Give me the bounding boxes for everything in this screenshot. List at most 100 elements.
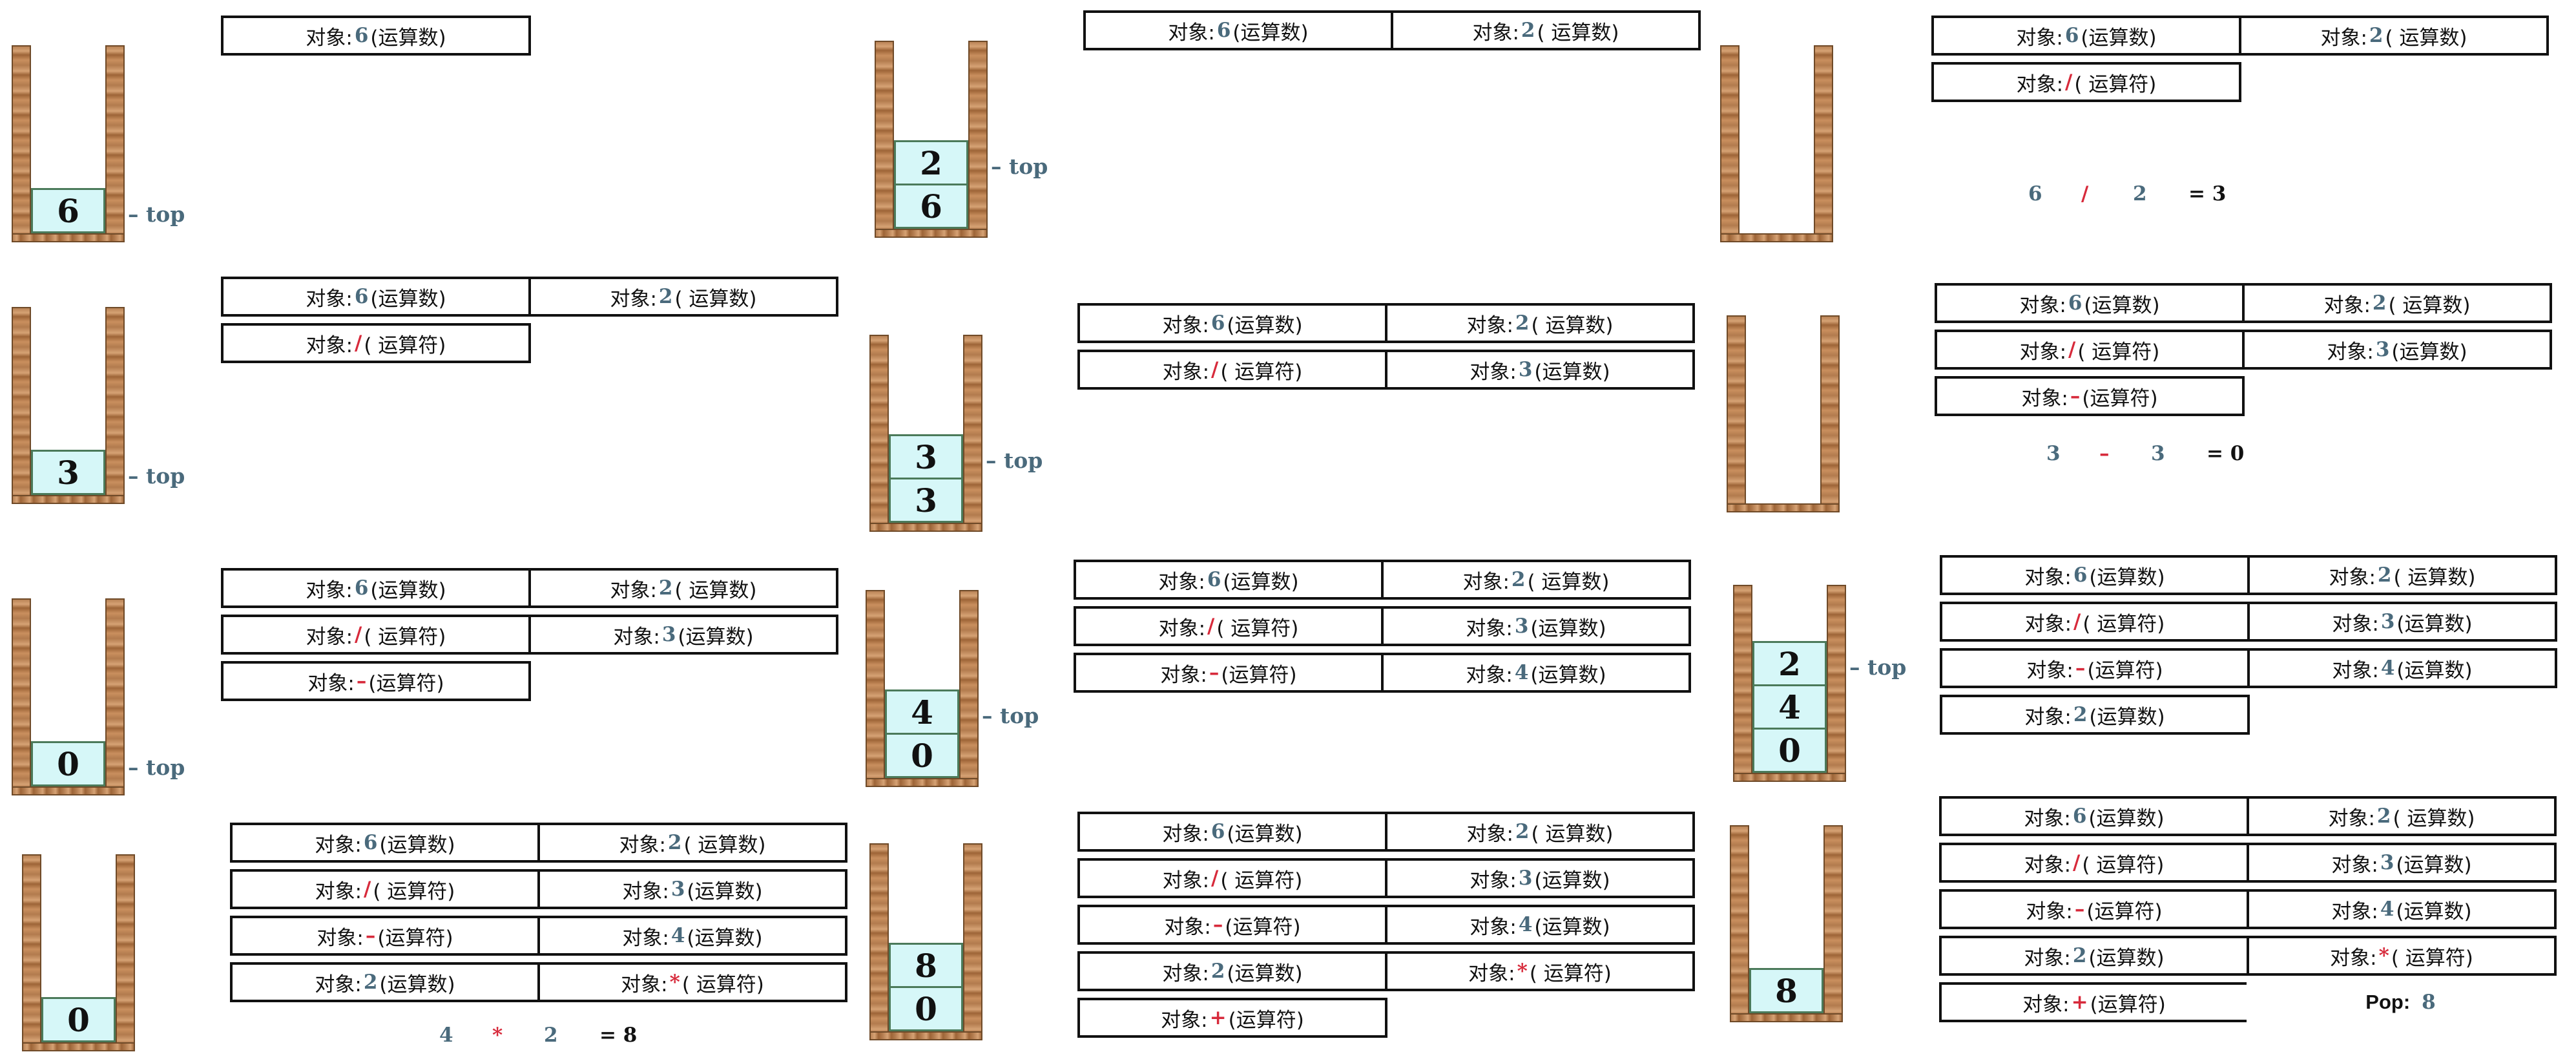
object-kind-label: ( 运算符) xyxy=(2391,946,2473,970)
object-kind-label: ( 运算符) xyxy=(1220,360,1303,384)
operand-value: 2 xyxy=(2369,24,2384,47)
object-row: 对象: –(运算符)对象: 4(运算数) xyxy=(1077,905,1695,945)
object-prefix-label: 对象: xyxy=(2024,705,2072,729)
object-box: 对象: /( 运算符) xyxy=(1935,330,2245,370)
object-box: 对象: 2( 运算数) xyxy=(528,277,838,317)
object-row: 对象: 2(运算数)对象: *( 运算符) xyxy=(1939,936,2557,976)
operand-value: 2 xyxy=(2377,563,2392,587)
expression-operand: 6 xyxy=(2028,182,2042,205)
object-kind-label: ( 运算符) xyxy=(2074,72,2157,96)
object-box: 对象: –(运算符) xyxy=(1074,653,1384,693)
object-prefix-label: 对象: xyxy=(610,578,657,602)
operand-value: 3 xyxy=(1514,615,1529,638)
stack-cells: 0 xyxy=(31,741,105,786)
stack-cell: 0 xyxy=(1752,728,1827,773)
stack-cell: 8 xyxy=(1749,968,1823,1013)
stack-cell: 0 xyxy=(885,733,959,778)
object-box: 对象: +(运算符) xyxy=(1939,982,2249,1022)
object-box: 对象: 2( 运算数) xyxy=(1385,812,1695,852)
object-box: 对象: 6(运算数) xyxy=(221,277,531,317)
stack-container xyxy=(1727,315,1840,512)
object-prefix-label: 对象: xyxy=(619,833,666,857)
object-table: 对象: 6(运算数)对象: 2( 运算数) 对象: /( 运算符)对象: 3(运算… xyxy=(1077,812,1695,1044)
object-kind-label: (运算数) xyxy=(2396,658,2473,682)
stack-cell: 3 xyxy=(31,450,105,495)
top-pointer-label: – top xyxy=(991,154,1048,179)
object-row: 对象: /( 运算符) xyxy=(221,323,836,363)
stack-base xyxy=(866,778,979,787)
object-box: 对象: 6(运算数) xyxy=(1077,303,1387,343)
object-prefix-label: 对象: xyxy=(2024,853,2072,877)
operand-value: 2 xyxy=(2073,703,2088,726)
operator-value: / xyxy=(355,331,362,355)
stack-left-wall xyxy=(12,307,31,504)
stack-cell: 0 xyxy=(41,997,116,1042)
operand-value: 6 xyxy=(354,285,369,308)
object-row: 对象: –(运算符)对象: 4(运算数) xyxy=(1074,653,1691,693)
top-pointer-label: – top xyxy=(986,448,1043,473)
stack-cell: 3 xyxy=(889,478,963,523)
object-box: 对象: 6(运算数) xyxy=(1077,812,1387,852)
object-box: 对象: 2( 运算数) xyxy=(1385,303,1695,343)
object-prefix-label: 对象: xyxy=(2016,26,2063,50)
operator-value: / xyxy=(2068,338,2076,361)
object-prefix-label: 对象: xyxy=(2021,386,2068,410)
object-kind-label: ( 运算符) xyxy=(681,973,764,996)
object-kind-label: ( 运算符) xyxy=(2077,340,2160,364)
object-row: 对象: /( 运算符)对象: 3(运算数) xyxy=(1077,858,1695,898)
operator-value: * xyxy=(1517,960,1528,983)
object-prefix-label: 对象: xyxy=(610,287,657,311)
object-kind-label: (运算符) xyxy=(2082,386,2158,410)
stack-cell: 6 xyxy=(894,184,968,229)
object-row: 对象: 6(运算数)对象: 2( 运算数) xyxy=(1939,796,2557,836)
object-kind-label: (运算数) xyxy=(1223,570,1299,594)
object-box: 对象: 2(运算数) xyxy=(1940,695,2250,735)
pop-result-box: Pop:8 xyxy=(2247,982,2557,1022)
object-kind-label: (运算符) xyxy=(368,671,444,695)
object-kind-label: (运算符) xyxy=(2087,658,2163,682)
object-kind-label: ( 运算符) xyxy=(1216,616,1299,640)
object-prefix-label: 对象: xyxy=(1161,1008,1208,1032)
object-prefix-label: 对象: xyxy=(315,973,362,996)
stack-cells: 0 xyxy=(41,997,116,1042)
object-box: 对象: /( 运算符) xyxy=(1939,843,2249,883)
object-box: 对象: –(运算符) xyxy=(1077,905,1387,945)
object-kind-label: (运算数) xyxy=(1530,663,1606,687)
object-row: 对象: /( 运算符) xyxy=(1931,62,2546,102)
stack-base xyxy=(12,786,125,795)
object-prefix-label: 对象: xyxy=(2016,72,2064,96)
object-box: 对象: 6(运算数) xyxy=(230,823,540,863)
expression-result: = 3 xyxy=(2188,182,2227,205)
object-kind-label: ( 运算数) xyxy=(2393,806,2475,830)
object-kind-label: (运算数) xyxy=(370,578,446,602)
object-box: 对象: /( 运算符) xyxy=(221,615,531,655)
object-kind-label: ( 运算数) xyxy=(2385,26,2467,50)
object-box: 对象: 3(运算数) xyxy=(1385,858,1695,898)
stack-left-wall xyxy=(869,335,889,532)
stack-cell: 2 xyxy=(1752,641,1827,686)
object-box: 对象: 2( 运算数) xyxy=(2247,796,2557,836)
expression-operator: * xyxy=(492,1024,503,1047)
object-box: 对象: 2(运算数) xyxy=(1939,936,2249,976)
object-kind-label: (运算数) xyxy=(370,287,446,311)
stack-left-wall xyxy=(1720,45,1740,242)
object-prefix-label: 对象: xyxy=(1162,822,1209,846)
object-row: 对象: –(运算符) xyxy=(1935,376,2550,416)
operand-value: 3 xyxy=(2380,851,2394,874)
operand-value: 2 xyxy=(1515,820,1530,843)
object-table: 对象: 6(运算数)对象: 2( 运算数)对象: /( 运算符)对象: 3(运算… xyxy=(1077,303,1695,396)
stack-left-wall xyxy=(1730,825,1749,1022)
object-box: 对象: /( 运算符) xyxy=(230,869,540,909)
object-prefix-label: 对象: xyxy=(2329,565,2376,589)
object-kind-label: ( 运算符) xyxy=(1529,962,1612,985)
object-prefix-label: 对象: xyxy=(2327,340,2374,364)
operator-value: / xyxy=(2065,70,2073,94)
operator-value: / xyxy=(2073,610,2081,633)
object-kind-label: (运算数) xyxy=(1530,616,1606,640)
object-prefix-label: 对象: xyxy=(1162,360,1210,384)
object-kind-label: (运算数) xyxy=(1232,21,1309,45)
stack-left-wall xyxy=(22,854,41,1051)
object-prefix-label: 对象: xyxy=(315,833,362,857)
object-prefix-label: 对象: xyxy=(1466,313,1513,337)
